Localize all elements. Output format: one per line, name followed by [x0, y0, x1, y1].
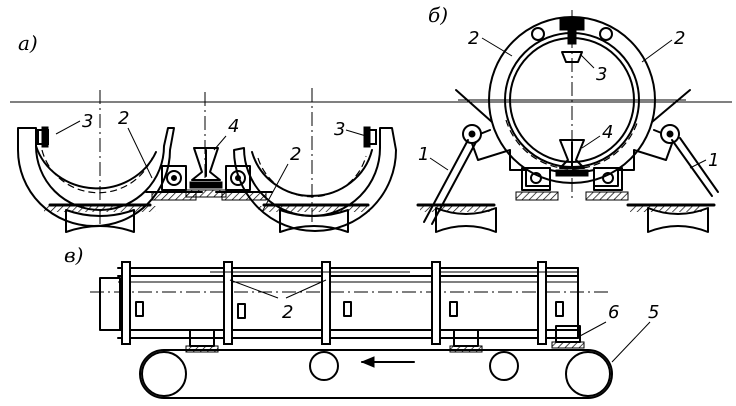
callout-b-top-3: 3	[596, 64, 607, 85]
right-lever-arm-1	[671, 139, 713, 197]
callout-b-right-2: 2	[674, 28, 685, 49]
callout-b-right-1: 1	[708, 150, 719, 171]
view-b: б)	[416, 3, 719, 233]
view-a-label: а)	[18, 31, 38, 55]
conveyor-belt-5	[139, 349, 613, 399]
center-part-4: 4	[185, 116, 239, 198]
callout-b-center-4: 4	[602, 122, 613, 143]
drive-drum-right	[565, 351, 611, 397]
right-bearing-block	[225, 165, 251, 191]
view-v-label: в)	[64, 243, 83, 267]
pipe-end-cap	[99, 277, 121, 331]
callout-a-left-3: 3	[82, 111, 93, 132]
top-clamp-3	[559, 17, 585, 45]
clamp-block-right	[363, 126, 371, 148]
right-support-roller	[279, 209, 349, 233]
callout-a-center-4: 4	[228, 116, 239, 137]
callout-a-right-2: 2	[290, 144, 301, 165]
screw-jacks	[135, 301, 564, 319]
left-bearing-block	[161, 165, 187, 191]
callout-b-left-2: 2	[468, 28, 479, 49]
view-b-label: б)	[428, 3, 448, 27]
left-support-roller	[65, 209, 135, 233]
center-part-4-b	[559, 139, 585, 169]
outer-ring	[488, 16, 656, 184]
callout-v-5: 5	[648, 302, 659, 323]
callout-b-left-1: 1	[418, 144, 429, 165]
right-cradle: 2 3	[215, 119, 397, 233]
view-a: а) 3 2	[10, 31, 732, 233]
clamp-block-left	[41, 126, 49, 148]
b-right-roller	[647, 207, 709, 233]
clamp-rings-2	[121, 261, 547, 345]
callout-v-6: 6	[608, 302, 619, 323]
b-left-roller	[435, 207, 497, 233]
callout-a-left-2: 2	[118, 108, 129, 129]
drive-drum-left	[141, 351, 187, 397]
left-cradle: 3 2	[17, 108, 203, 233]
support-6	[555, 325, 581, 343]
view-v: в)	[64, 243, 659, 399]
callout-a-right-3: 3	[334, 119, 345, 140]
callout-v-2: 2	[282, 302, 293, 323]
